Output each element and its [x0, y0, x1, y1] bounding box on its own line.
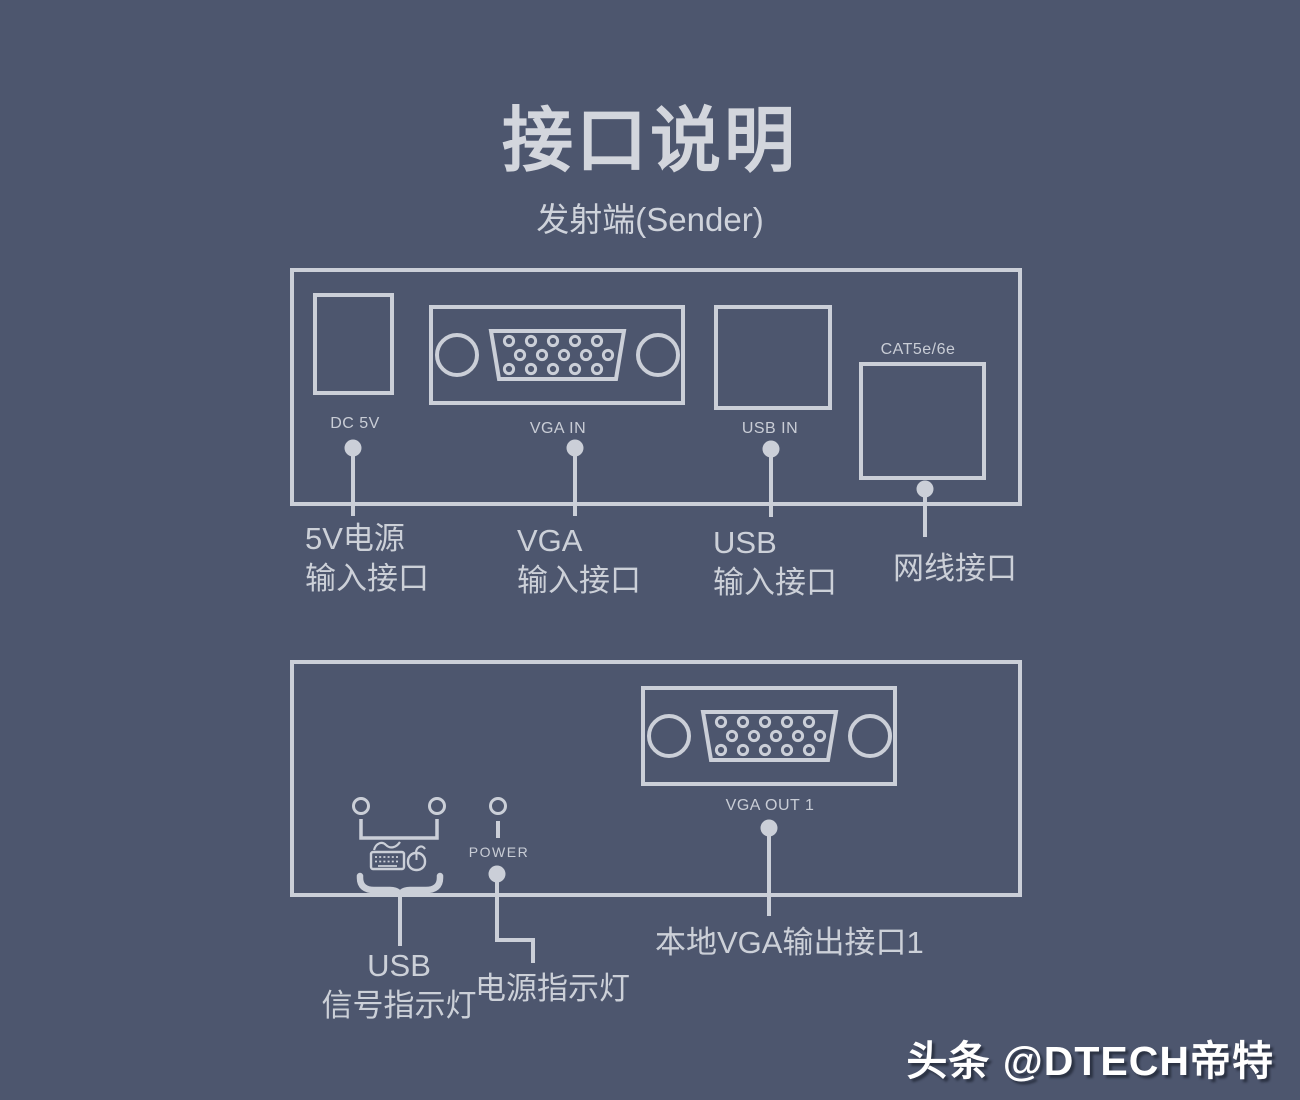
top-panel-leaders — [344, 439, 934, 537]
dc-port-label: DC 5V — [330, 415, 380, 432]
callout-local-vga-output: 本地VGA输出接口1 — [655, 925, 924, 960]
toutiao-watermark: 头条 @DTECH帝特 — [906, 1038, 1274, 1084]
keyboard-icon — [369, 841, 406, 871]
usb-led-bracket — [359, 819, 439, 840]
usb-led-underbrace — [356, 872, 444, 898]
callout-line: USB — [367, 948, 431, 983]
led-indicator-icon — [428, 797, 446, 815]
page-subtitle: 发射端(Sender) — [536, 201, 764, 238]
usb-in-port-label: USB IN — [741, 420, 799, 437]
vga-in-port-label: VGA IN — [529, 420, 587, 437]
callout-usb-signal-led: USB 信号指示灯 — [313, 946, 485, 1026]
vga-connector-icon — [429, 305, 685, 405]
callout-power-led: 电源指示灯 — [475, 971, 630, 1006]
vga-out-port-label: VGA OUT 1 — [725, 797, 815, 814]
callout-line: VGA — [517, 523, 583, 558]
callout-line: 输入接口 — [305, 561, 429, 596]
bottom-panel-outline — [290, 660, 1022, 898]
callout-line: 信号指示灯 — [321, 988, 477, 1023]
mouse-icon — [406, 845, 427, 872]
rj45-port-icon — [859, 362, 986, 480]
led-indicator-icon — [352, 797, 370, 815]
callout-line: 5V电源 — [305, 521, 405, 556]
callout-line: 输入接口 — [713, 565, 837, 600]
led-indicator-icon — [489, 797, 507, 815]
vga-connector-icon — [641, 686, 897, 786]
bottom-panel-leaders — [398, 819, 778, 963]
callout-line: 输入接口 — [517, 563, 641, 598]
callout-line: USB — [713, 525, 777, 560]
callout-5v-power-input: 5V电源 输入接口 — [305, 519, 429, 599]
callout-vga-input: VGA 输入接口 — [517, 521, 641, 601]
top-panel-outline — [290, 268, 1022, 506]
cat5e-port-label: CAT5e/6e — [880, 341, 956, 358]
callout-network-port: 网线接口 — [893, 551, 1017, 586]
callout-usb-input: USB 输入接口 — [713, 523, 837, 603]
dc-port-icon — [313, 293, 394, 395]
usb-port-icon — [714, 305, 832, 410]
power-led-label: POWER — [468, 844, 530, 860]
page-title: 接口说明 — [501, 102, 798, 181]
